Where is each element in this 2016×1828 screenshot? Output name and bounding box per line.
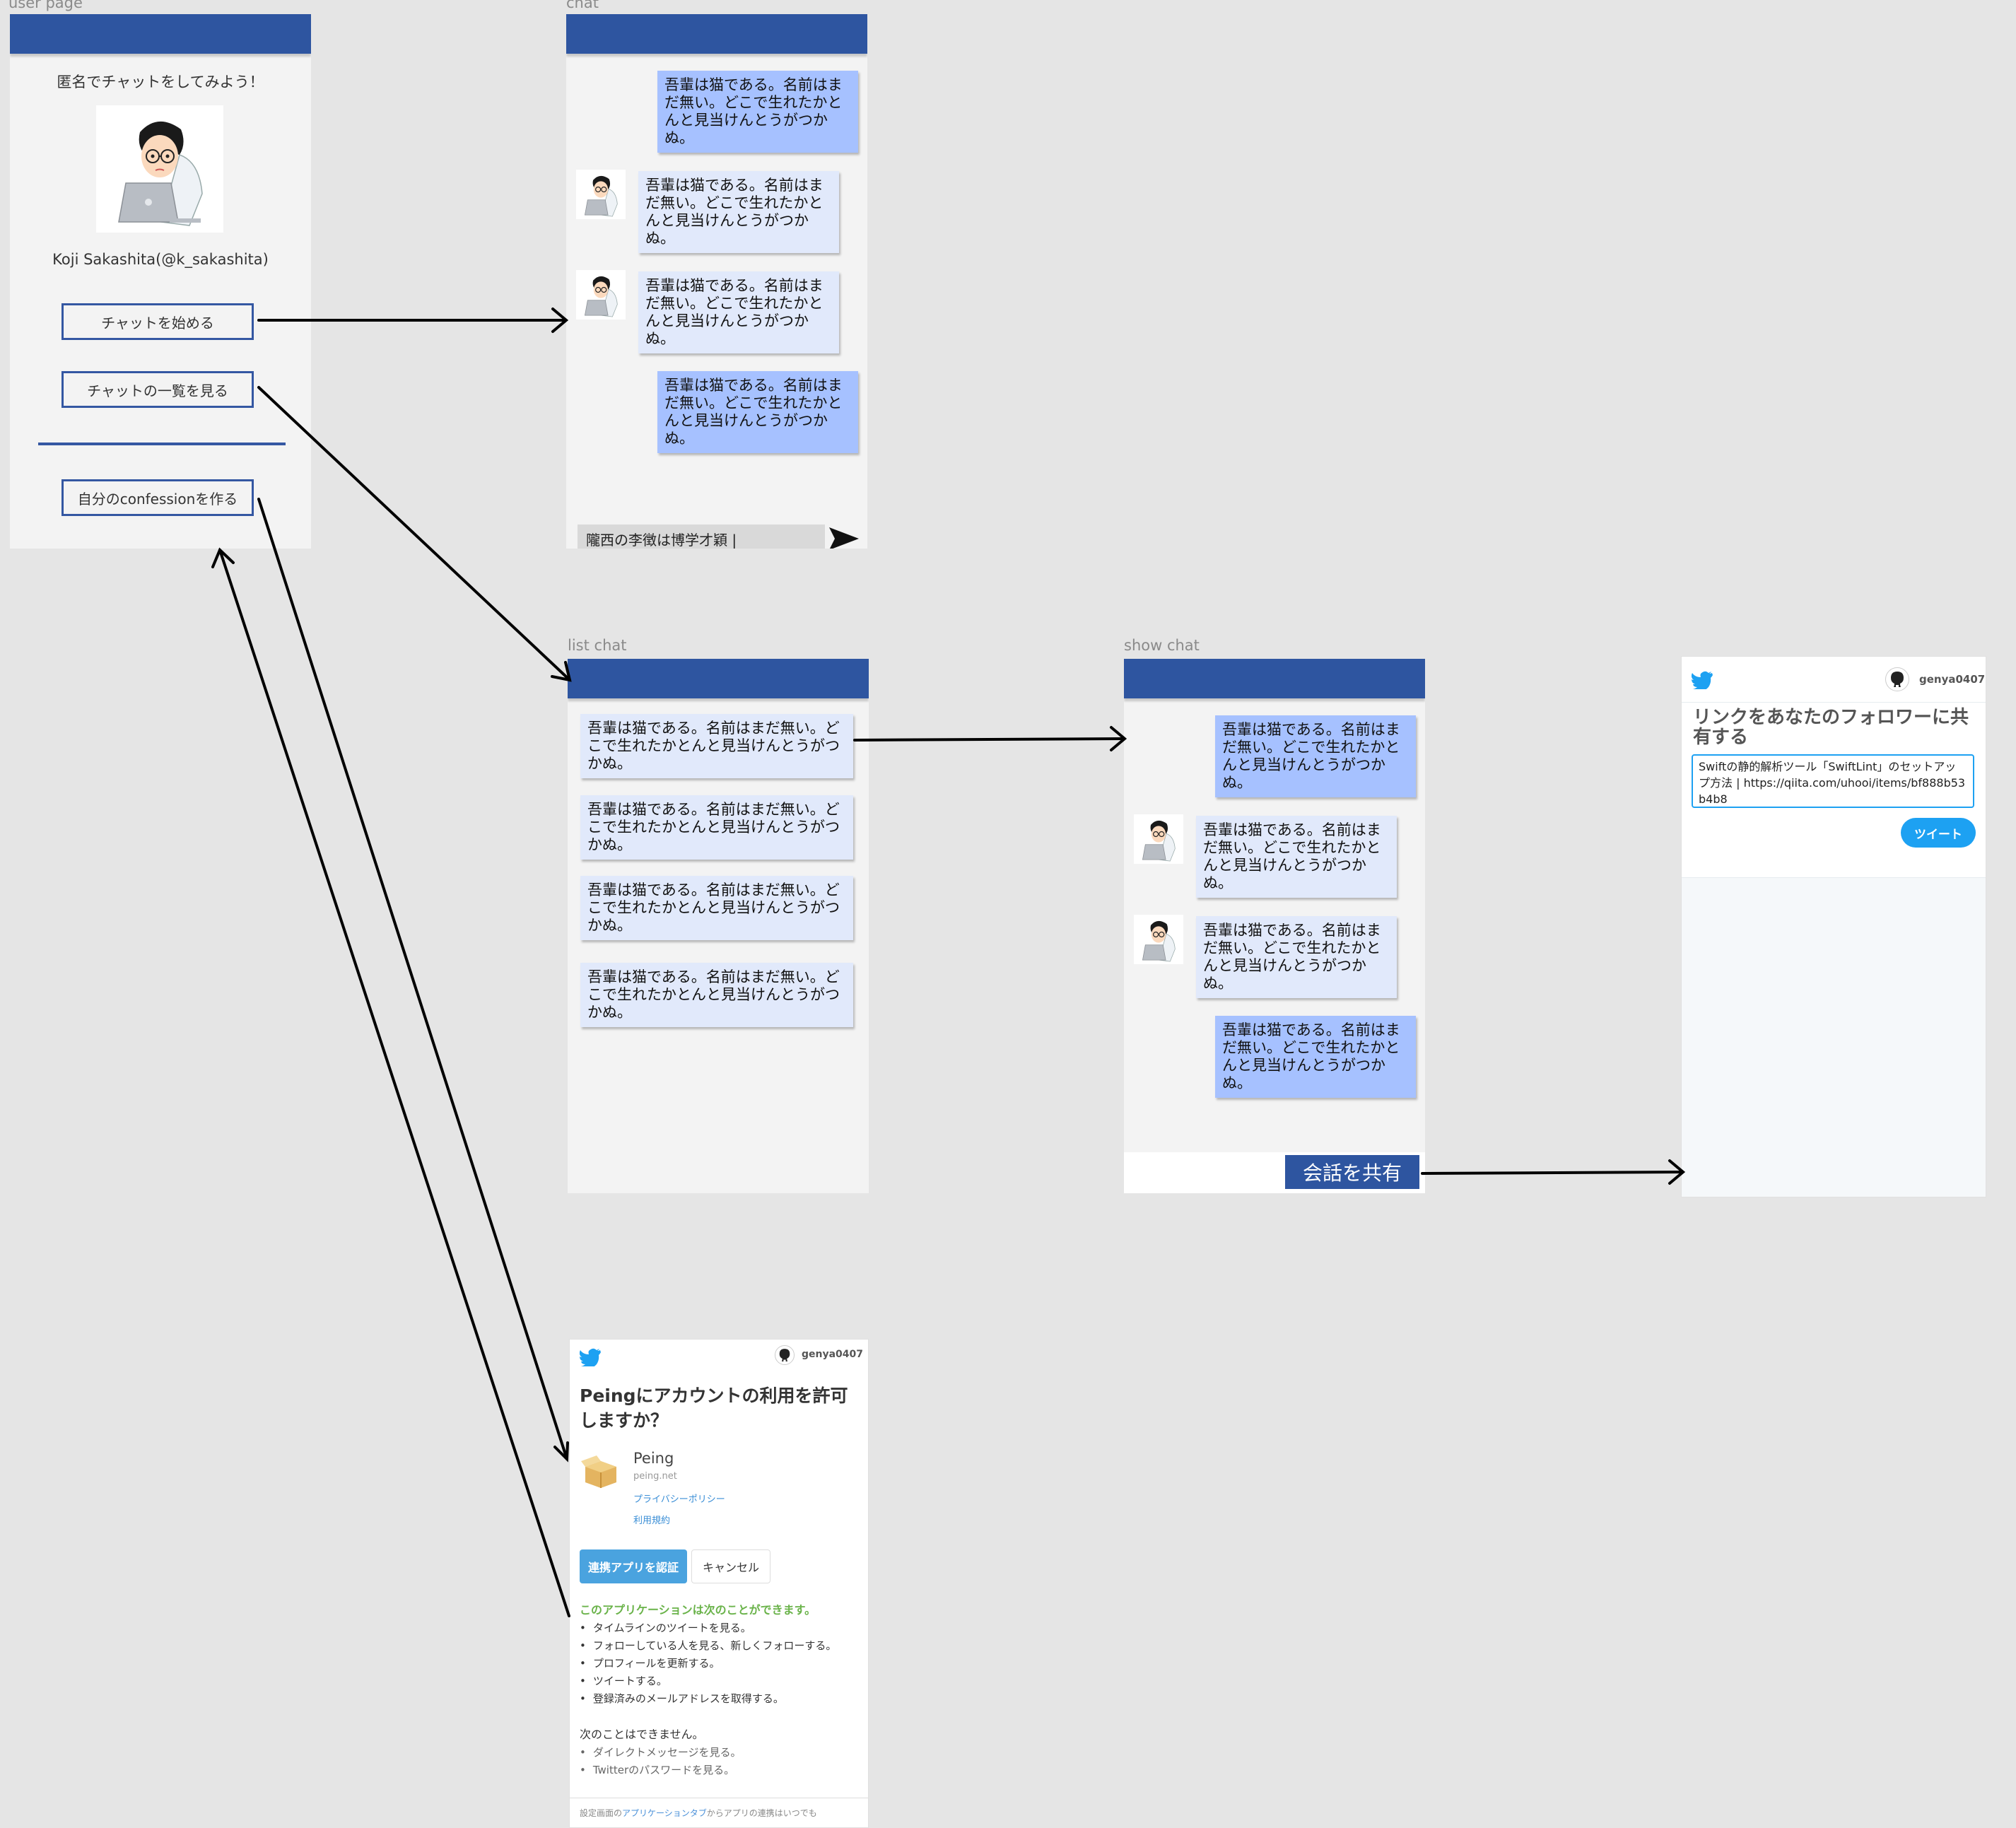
app-header [1124,659,1425,698]
frame-label-chat: chat [566,0,599,11]
send-icon [829,527,859,549]
my-message-bubble: 吾輩は猫である。名前はまだ無い。どこで生れたかとんと見当けんとうがつかぬ。 [657,371,858,453]
app-header [566,14,867,54]
github-avatar [775,1345,795,1365]
chat-list-item[interactable]: 吾輩は猫である。名前はまだ無い。どこで生れたかとんと見当けんとうがつかぬ。 [580,963,853,1027]
twitter-bird-icon [1692,671,1713,689]
make-confession-button[interactable]: 自分のconfessionを作る [61,479,254,516]
terms-link[interactable]: 利用規約 [633,1516,671,1526]
chat-list-item[interactable]: 吾輩は猫である。名前はまだ無い。どこで生れたかとんと見当けんとうがつかぬ。 [580,795,853,860]
other-message-bubble: 吾輩は猫である。名前はまだ無い。どこで生れたかとんと見当けんとうがつかぬ。 [1196,816,1397,898]
restrictions-list: ダイレクトメッセージを見る。 Twitterのパスワードを見る。 [580,1744,742,1779]
avatar-illustration-icon [118,121,203,226]
message-input[interactable] [578,525,825,549]
chat-frame: 吾輩は猫である。名前はまだ無い。どこで生れたかとんと見当けんとうがつかぬ。 吾輩… [566,14,867,549]
permissions-heading: このアプリケーションは次のことができます。 [580,1603,816,1617]
user-avatar [96,105,223,233]
list-chat-frame: 吾輩は猫である。名前はまだ無い。どこで生れたかとんと見当けんとうがつかぬ。 吾輩… [568,659,869,1193]
other-message-bubble: 吾輩は猫である。名前はまだ無い。どこで生れたかとんと見当けんとうがつかぬ。 [638,271,839,353]
oauth-app-name: Peing [633,1450,674,1467]
chat-list-item[interactable]: 吾輩は猫である。名前はまだ無い。どこで生れたかとんと見当けんとうがつかぬ。 [580,714,853,778]
my-message-bubble: 吾輩は猫である。名前はまだ無い。どこで生れたかとんと見当けんとうがつかぬ。 [1215,1016,1416,1098]
footer-text: 設定画面の [580,1808,623,1818]
avatar [1133,814,1184,865]
avatar-illustration-icon [575,169,626,220]
twitter-bird-icon [580,1348,601,1366]
user-page-frame: 匿名でチャットをしてみよう！ Koji Sakashita(@k_sakashi… [10,14,311,549]
frame-label-user-page: user page [8,0,83,11]
frame-label-show-chat: show chat [1124,637,1200,654]
my-message-bubble: 吾輩は猫である。名前はまだ無い。どこで生れたかとんと見当けんとうがつかぬ。 [1215,715,1416,797]
view-chat-list-button[interactable]: チャットの一覧を見る [61,371,254,408]
twitter-username: genya0407 [802,1349,864,1360]
app-header [568,659,869,698]
footer-text: からアプリの連携はいつでも [706,1808,817,1818]
list-item: ツイートする。 [580,1672,836,1690]
avatar [1133,914,1184,965]
tweet-textarea[interactable]: Swiftの静的解析ツール「SwiftLint」のセットアップ方法 | http… [1692,754,1974,808]
avatar-illustration-icon [1133,814,1184,865]
authorize-button[interactable]: 連携アプリを認証 [580,1549,687,1583]
octocat-icon [1887,669,1908,690]
oauth-title: Peingにアカウントの利用を許可しますか？ [580,1385,848,1431]
box-icon [581,1455,616,1488]
share-bar: 会話を共有 [1124,1152,1425,1193]
chat-list-item[interactable]: 吾輩は猫である。名前はまだ無い。どこで生れたかとんと見当けんとうがつかぬ。 [580,876,853,940]
user-name: Koji Sakashita(@k_sakashita) [52,251,269,268]
oauth-app-domain: peing.net [633,1471,677,1482]
list-item: ダイレクトメッセージを見る。 [580,1744,742,1762]
share-conversation-button[interactable]: 会話を共有 [1285,1155,1419,1189]
send-button[interactable] [828,525,860,549]
frame-label-list-chat: list chat [568,637,627,654]
app-header [10,14,311,54]
show-chat-frame: 吾輩は猫である。名前はまだ無い。どこで生れたかとんと見当けんとうがつかぬ。 吾輩… [1124,659,1425,1193]
privacy-policy-link[interactable]: プライバシーポリシー [633,1494,725,1505]
avatar-illustration-icon [1133,914,1184,965]
list-item: Twitterのパスワードを見る。 [580,1762,742,1779]
other-message-bubble: 吾輩は猫である。名前はまだ無い。どこで生れたかとんと見当けんとうがつかぬ。 [1196,916,1397,998]
cancel-button[interactable]: キャンセル [691,1549,770,1583]
tweet-title: リンクをあなたのフォロワーに共有する [1693,707,1969,748]
twitter-header: genya0407 [1682,657,1986,703]
applications-tab-link[interactable]: アプリケーションタブ [622,1808,707,1818]
permissions-list: タイムラインのツイートを見る。 フォローしている人を見る、新しくフォローする。 … [580,1619,837,1708]
list-item: 登録済みのメールアドレスを取得する。 [580,1690,836,1708]
arrow-share [1421,1159,1686,1185]
tweet-frame: genya0407 リンクをあなたのフォロワーに共有する Swiftの静的解析ツ… [1681,656,1986,1197]
start-chat-button[interactable]: チャットを始める [61,303,254,340]
section-divider [38,443,286,445]
octocat-icon [775,1346,794,1364]
oauth-footer: 設定画面のアプリケーションタブからアプリの連携はいつでも [570,1798,868,1819]
arrow-back-to-user [211,547,570,1617]
list-item: タイムラインのツイートを見る。 [580,1619,836,1637]
avatar-illustration-icon [575,269,626,320]
github-avatar [1885,667,1909,691]
arrow-confession [257,498,569,1463]
tweet-background [1682,877,1986,1197]
list-item: プロフィールを更新する。 [580,1655,836,1672]
twitter-username: genya0407 [1919,673,1986,686]
other-message-bubble: 吾輩は猫である。名前はまだ無い。どこで生れたかとんと見当けんとうがつかぬ。 [638,171,839,253]
list-item: フォローしている人を見る、新しくフォローする。 [580,1637,837,1655]
tweet-button[interactable]: ツイート [1901,818,1976,848]
arrow-show-chat [853,726,1127,751]
restrictions-heading: 次のことはできません。 [580,1728,704,1741]
avatar [575,169,626,220]
my-message-bubble: 吾輩は猫である。名前はまだ無い。どこで生れたかとんと見当けんとうがつかぬ。 [657,71,858,153]
page-heading: 匿名でチャットをしてみよう！ [57,74,264,90]
oauth-frame: genya0407 Peingにアカウントの利用を許可しますか？ Peing p… [569,1339,869,1828]
avatar [575,269,626,320]
